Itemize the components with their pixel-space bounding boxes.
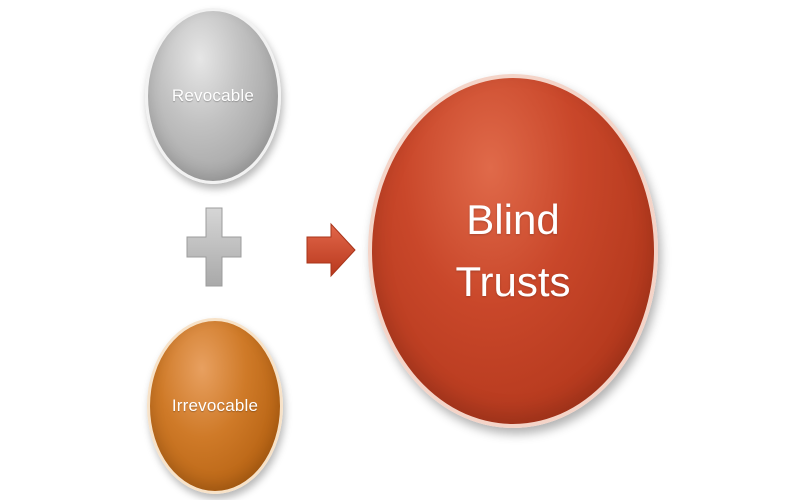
blind-trusts-circle: Blind Trusts: [368, 74, 658, 428]
irrevocable-circle: Irrevocable: [147, 318, 283, 494]
revocable-label: Revocable: [171, 86, 255, 105]
plus-icon: [186, 207, 242, 287]
right-arrow-icon: [306, 222, 356, 278]
revocable-circle: Revocable: [145, 8, 281, 184]
blind-trusts-label: Blind Trusts: [455, 196, 571, 305]
irrevocable-label: Irrevocable: [171, 396, 259, 415]
